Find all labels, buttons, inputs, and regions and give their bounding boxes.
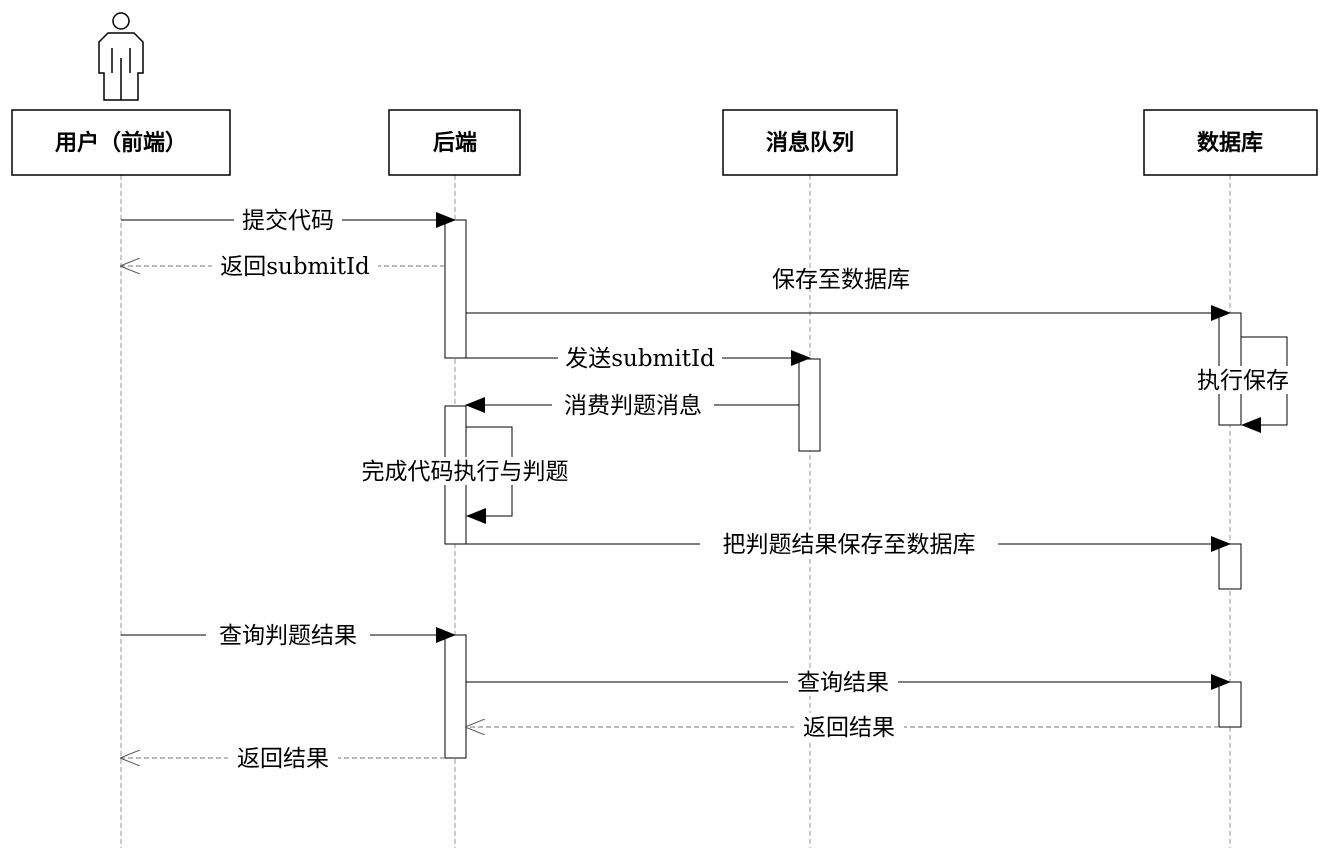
message-query-result: 查询结果 xyxy=(466,668,1231,696)
activation-backend-1 xyxy=(444,219,467,359)
message-db-return-result-label: 返回结果 xyxy=(803,715,895,741)
activation-db-2 xyxy=(1218,543,1242,590)
participant-user-label: 用户（前端） xyxy=(55,130,187,156)
activation-backend-3 xyxy=(444,634,467,759)
message-return-submitid-label: 返回submitId xyxy=(220,254,370,280)
message-backend-return-result: 返回结果 xyxy=(121,744,445,772)
message-query-judge-result: 查询判题结果 xyxy=(121,621,456,649)
message-send-submitid: 发送submitId xyxy=(466,344,811,372)
activation-db-3 xyxy=(1218,681,1242,728)
message-db-execute-save-label: 执行保存 xyxy=(1197,368,1289,394)
message-submit-code-label: 提交代码 xyxy=(242,208,334,234)
message-save-judge-result-label: 把判题结果保存至数据库 xyxy=(723,532,976,558)
participant-db: 数据库 xyxy=(1143,109,1318,176)
message-query-result-label: 查询结果 xyxy=(797,670,889,696)
message-send-submitid-label: 发送submitId xyxy=(565,346,715,372)
message-save-to-db: 保存至数据库 xyxy=(466,267,1231,321)
participant-mq-label: 消息队列 xyxy=(766,130,854,156)
message-save-to-db-label: 保存至数据库 xyxy=(772,267,910,293)
message-save-judge-result: 把判题结果保存至数据库 xyxy=(466,530,1231,558)
message-consume-judge-msg-label: 消费判题消息 xyxy=(564,393,702,419)
message-consume-judge-msg: 消费判题消息 xyxy=(465,391,799,419)
message-backend-return-result-label: 返回结果 xyxy=(237,746,329,772)
activation-mq-1 xyxy=(798,358,821,452)
participant-backend-label: 后端 xyxy=(433,131,477,156)
message-query-judge-result-label: 查询判题结果 xyxy=(219,623,357,649)
participant-db-label: 数据库 xyxy=(1197,130,1263,156)
message-finish-exec-judge: 完成代码执行与判题 xyxy=(342,426,588,524)
message-submit-code: 提交代码 xyxy=(121,206,456,234)
message-return-submitid: 返回submitId xyxy=(121,252,445,280)
participant-mq: 消息队列 xyxy=(722,109,898,176)
participant-backend: 后端 xyxy=(388,109,521,176)
user-actor-icon xyxy=(98,12,144,101)
message-db-return-result: 返回结果 xyxy=(466,713,1219,741)
participant-user: 用户（前端） xyxy=(11,109,231,176)
message-db-execute-save: 执行保存 xyxy=(1188,336,1298,433)
message-finish-exec-judge-label: 完成代码执行与判题 xyxy=(362,459,569,485)
